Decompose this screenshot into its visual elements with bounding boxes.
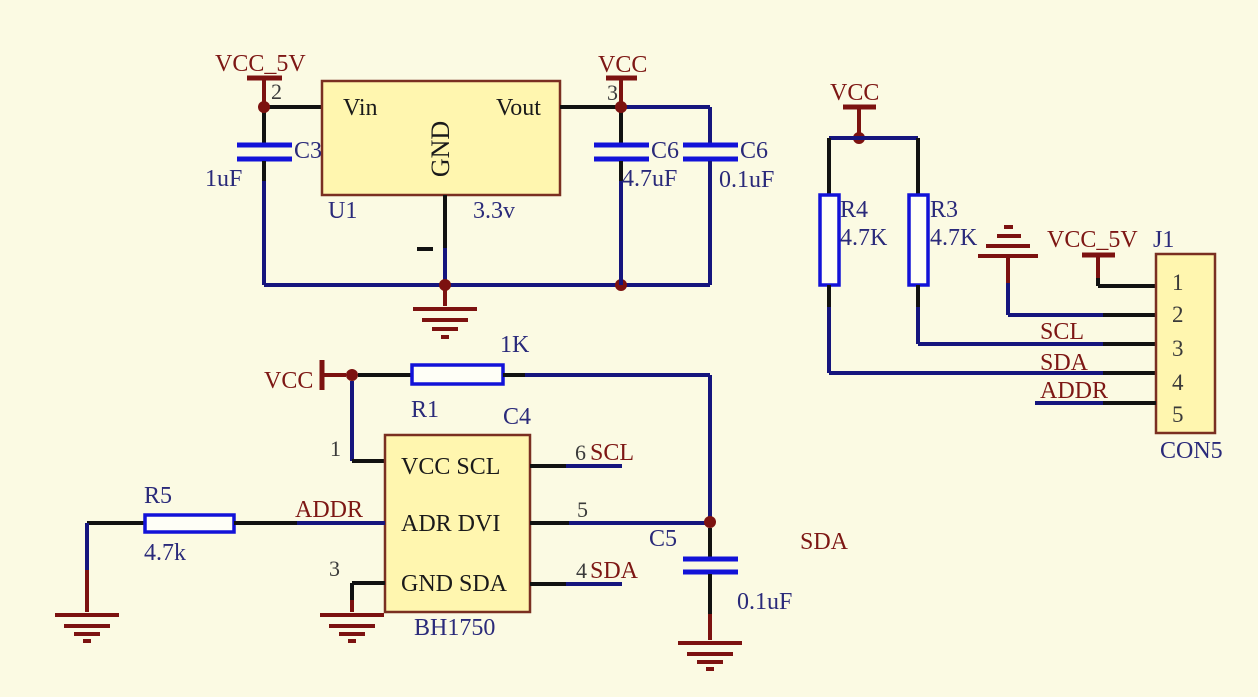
svg-text:SDA: SDA [800, 529, 849, 555]
svg-text:J1: J1 [1153, 227, 1174, 253]
svg-text:2: 2 [271, 79, 282, 104]
svg-text:3: 3 [329, 556, 340, 581]
svg-text:VCC_5V: VCC_5V [215, 51, 306, 77]
svg-text:4: 4 [576, 558, 587, 583]
svg-text:4.7k: 4.7k [144, 540, 186, 566]
svg-text:R4: R4 [840, 197, 868, 223]
svg-text:4.7uF: 4.7uF [622, 166, 677, 192]
svg-text:R1: R1 [411, 397, 439, 423]
svg-text:0.1uF: 0.1uF [737, 589, 792, 615]
svg-text:C6: C6 [740, 138, 768, 164]
svg-text:5: 5 [1172, 402, 1184, 427]
svg-text:BH1750: BH1750 [414, 615, 495, 641]
svg-text:GND: GND [426, 121, 455, 177]
svg-text:SDA: SDA [1040, 350, 1089, 376]
svg-text:1uF: 1uF [205, 166, 242, 192]
svg-text:U1: U1 [328, 198, 357, 224]
svg-text:SDA: SDA [590, 558, 639, 584]
svg-text:VCC: VCC [264, 368, 313, 394]
svg-text:3.3v: 3.3v [473, 198, 515, 224]
svg-text:4: 4 [1172, 370, 1184, 395]
svg-text:GND SDA: GND SDA [401, 571, 508, 597]
svg-text:R5: R5 [144, 483, 172, 509]
svg-text:C4: C4 [503, 404, 531, 430]
svg-text:SCL: SCL [1040, 319, 1084, 345]
svg-text:1: 1 [1172, 270, 1184, 295]
svg-text:3: 3 [607, 80, 618, 105]
svg-text:6: 6 [575, 440, 586, 465]
svg-text:C6: C6 [651, 138, 679, 164]
svg-text:3: 3 [1172, 336, 1184, 361]
svg-text:CON5: CON5 [1160, 438, 1223, 464]
svg-text:Vout: Vout [496, 95, 541, 121]
svg-text:VCC_5V: VCC_5V [1047, 227, 1138, 253]
svg-text:0.1uF: 0.1uF [719, 167, 774, 193]
svg-text:1K: 1K [500, 332, 530, 358]
svg-text:VCC: VCC [830, 80, 879, 106]
svg-text:SCL: SCL [590, 440, 634, 466]
svg-text:C3: C3 [294, 138, 322, 164]
svg-text:VCC SCL: VCC SCL [401, 454, 500, 480]
svg-text:ADR DVI: ADR DVI [401, 511, 500, 537]
svg-text:VCC: VCC [598, 52, 647, 78]
svg-text:2: 2 [1172, 302, 1184, 327]
svg-text:Vin: Vin [343, 95, 378, 121]
svg-text:R3: R3 [930, 197, 958, 223]
svg-text:C5: C5 [649, 526, 677, 552]
svg-text:ADDR: ADDR [295, 497, 363, 523]
svg-text:ADDR: ADDR [1040, 378, 1108, 404]
svg-text:1: 1 [330, 436, 341, 461]
svg-text:5: 5 [577, 497, 588, 522]
svg-text:4.7K: 4.7K [840, 225, 888, 251]
svg-text:4.7K: 4.7K [930, 225, 978, 251]
